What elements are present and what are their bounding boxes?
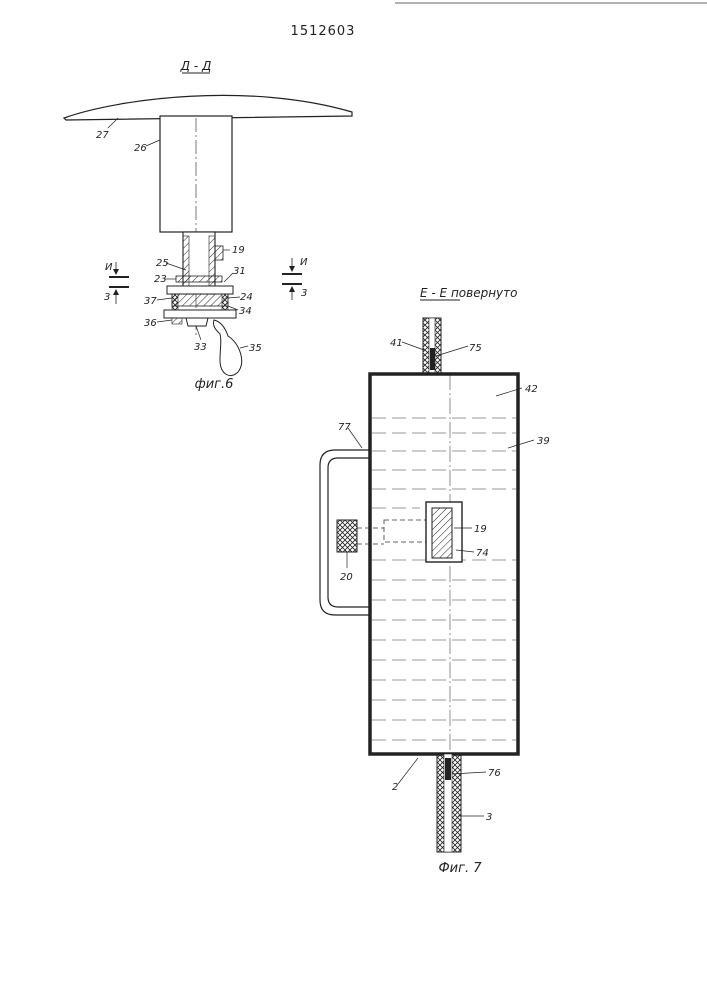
plug-33: [186, 318, 208, 326]
label-76: 76: [488, 768, 501, 779]
stem-wall-right: [209, 236, 215, 292]
sensor-75: [430, 348, 435, 370]
stem-wall-left: [183, 236, 189, 292]
gasket-37: [172, 294, 178, 310]
bushing-24: [172, 294, 228, 306]
label-34: 34: [239, 306, 252, 317]
magnet-20: [337, 520, 357, 552]
section-mark-left-top: И: [105, 262, 113, 273]
foot-36: [172, 318, 182, 324]
sensor-76: [445, 758, 451, 780]
label-42: 42: [525, 384, 538, 395]
float-19: [432, 508, 452, 558]
flange-23: [176, 276, 222, 282]
label-37: 37: [144, 296, 157, 307]
fig7-caption: Фиг. 7: [438, 861, 482, 876]
nut-19: [215, 246, 223, 260]
section-mark-right-top: И: [300, 257, 308, 268]
gasket-34: [222, 294, 228, 310]
label-33: 33: [194, 342, 207, 353]
label-24: 24: [240, 292, 253, 303]
label-36: 36: [144, 318, 157, 329]
figure-7: Е - Е повернуто: [320, 286, 550, 876]
base-plate-36: [164, 310, 236, 318]
label-77: 77: [338, 422, 351, 433]
section-mark-right-bottom: 3: [301, 288, 307, 299]
patent-number: 1512603: [291, 24, 356, 39]
label-27: 27: [96, 130, 109, 141]
fig6-section-title: Д - Д: [180, 59, 212, 73]
label-35: 35: [249, 343, 262, 354]
label-19: 19: [232, 245, 245, 256]
section-mark-right: И 3: [282, 257, 308, 300]
label-74: 74: [476, 548, 489, 559]
plate-31: [167, 286, 233, 294]
figure-6: Д - Д И: [64, 59, 352, 392]
label-26: 26: [134, 143, 147, 154]
label-31: 31: [233, 266, 246, 277]
fig6-caption: фиг.6: [195, 377, 234, 392]
label-39: 39: [537, 436, 550, 447]
label-19-fig7: 19: [474, 524, 487, 535]
label-20: 20: [340, 572, 353, 583]
handle-35: [213, 320, 241, 376]
label-41: 41: [390, 338, 403, 349]
section-mark-left-bottom: 3: [104, 292, 110, 303]
vessel-2: [370, 374, 518, 754]
label-2: 2: [392, 782, 398, 793]
fig7-section-title: Е - Е повернуто: [420, 286, 517, 300]
label-25: 25: [156, 258, 169, 269]
label-3: 3: [486, 812, 492, 823]
label-23: 23: [154, 274, 167, 285]
section-mark-left: И 3: [104, 262, 129, 304]
label-75: 75: [469, 343, 482, 354]
